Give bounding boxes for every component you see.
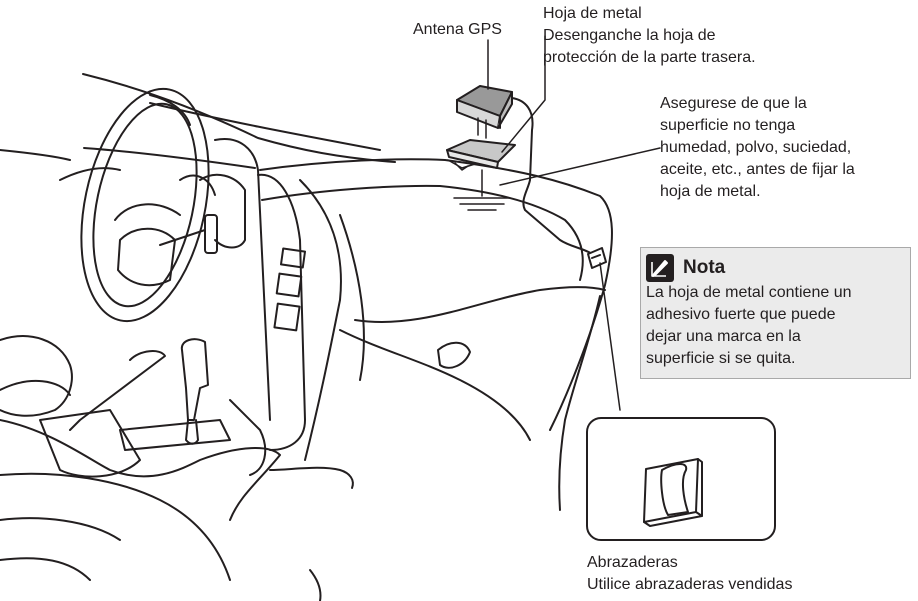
label-line: Hoja de metal (543, 5, 642, 22)
seat-outline (0, 335, 354, 581)
clamp-detail-box (586, 417, 776, 541)
label-line: Abrazaderas (587, 554, 678, 571)
label-antena-gps: Antena GPS (413, 21, 502, 38)
center-console (179, 138, 307, 476)
note-box: Nota La hoja de metal contiene un adhesi… (640, 247, 911, 379)
label-abrazaderas: Abrazaderas Utilice abrazaderas vendidas (587, 552, 792, 596)
note-title: Nota (683, 257, 726, 278)
note-line: superficie si se quita. (646, 350, 796, 367)
label-line: aceite, etc., antes de fijar la (660, 161, 855, 178)
gps-antenna-icon (456, 85, 601, 266)
note-header: Nota (646, 253, 725, 283)
label-line: Desenganche la hoja de (543, 27, 716, 44)
note-line: adhesivo fuerte que puede (646, 306, 836, 323)
label-line: Utilice abrazaderas vendidas (587, 576, 793, 593)
label-line: humedad, polvo, suciedad, (660, 139, 852, 156)
gear-shifter (39, 338, 231, 478)
note-line: dejar una marca en la (646, 328, 801, 345)
metal-sheet-icon (446, 139, 516, 171)
label-line: Asegurese de que la (660, 95, 807, 112)
ground-surface-icon (453, 169, 511, 211)
note-body: La hoja de metal contiene un adhesivo fu… (646, 282, 851, 370)
clamp-marker-icon (587, 247, 607, 269)
dashboard-outline (259, 158, 613, 511)
note-line: La hoja de metal contiene un (646, 284, 852, 301)
label-hoja-de-metal: Hoja de metal Desenganche la hoja de pro… (543, 3, 756, 69)
label-line: hoja de metal. (660, 183, 761, 200)
pencil-note-icon (646, 254, 674, 282)
label-line: superficie no tenga (660, 117, 796, 134)
a-pillar (0, 149, 322, 601)
label-line: protección de la parte trasera. (543, 49, 756, 66)
label-superficie: Asegurese de que la superficie no tenga … (660, 93, 855, 203)
steering-wheel (80, 87, 218, 323)
windshield-lines (82, 73, 396, 169)
leader-lines (487, 35, 661, 411)
